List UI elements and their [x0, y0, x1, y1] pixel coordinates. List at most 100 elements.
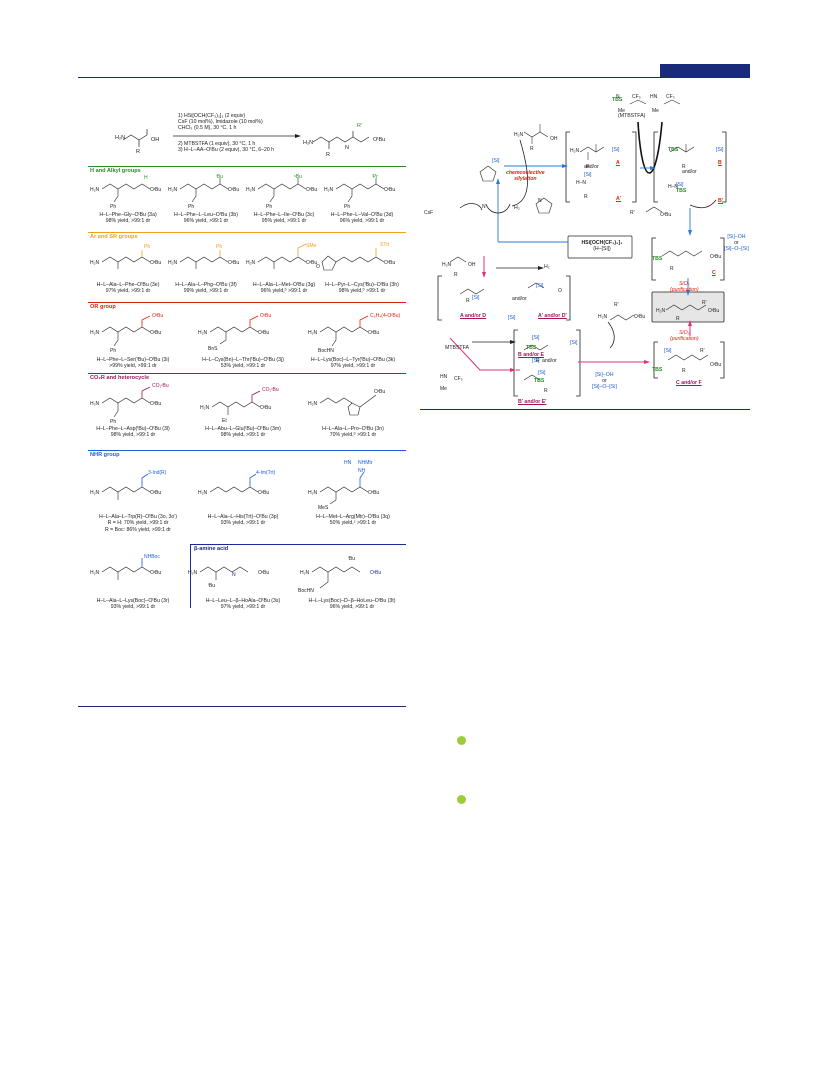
sio2-text: SiO₂: [678, 281, 690, 287]
svg-text:Ph: Ph: [110, 204, 116, 210]
intermediate-ApDp: A′ and/or D′: [538, 313, 567, 319]
compound-name: H–L–Phe–L–Ser(ᵗBu)–OᵗBu (3i): [96, 357, 170, 363]
compound-yield: 97% yield, >99:1 dr: [220, 604, 266, 611]
svg-text:R: R: [676, 316, 680, 322]
svg-text:H₂N: H₂N: [324, 187, 334, 193]
hsi-formula: HSi[OCH(CF₃)₂]₃: [581, 240, 623, 246]
byproduct-label: [Si]–OH or [Si]–O–[Si]: [592, 372, 617, 391]
silylation-label: chemoselective silylation: [506, 170, 545, 182]
compound-name: H–L–Ala–L–Met–OᵗBu (3g): [252, 282, 316, 288]
compound-yield: 98% yield,ᵇ >99:1 dr: [338, 288, 386, 295]
h2-label-2: H₂: [544, 264, 550, 270]
svg-text:H₂N: H₂N: [514, 132, 524, 138]
intermediate-BE: B and/or E: [518, 352, 544, 358]
svg-text:H₂N: H₂N: [188, 570, 198, 576]
intermediate-B-prime: B′: [718, 198, 723, 204]
compound-caption: H–L–Phe–L–Ser(ᵗBu)–OᵗBu (3i)>99% yield, …: [88, 357, 178, 370]
svg-text:CF₃: CF₃: [632, 94, 641, 100]
svg-text:H₂N: H₂N: [115, 135, 125, 141]
reagent-line: 1) HSi[OCH(CF₃)₂]₃ (2 equiv): [178, 113, 246, 119]
svg-text:NH: NH: [358, 468, 366, 474]
sio2-text: SiO₂: [678, 330, 690, 336]
si-label: [Si]: [532, 358, 540, 364]
svg-text:H: H: [144, 175, 148, 181]
mtbstfa-label: MTBSTFA: [445, 345, 469, 351]
compound-name: H–L–Cys(Bn)–L–Thr(ᵗBu)–OᵗBu (3j): [202, 357, 284, 363]
compound-yield: 96% yield,ᵇ >99:1 dr: [260, 288, 308, 295]
svg-text:H₂N: H₂N: [570, 148, 580, 154]
compound-caption: H–L–Abu–L–Glu(ᵗBu)–OᵗBu (3m)98% yield, >…: [198, 426, 288, 439]
group-rule: [88, 373, 406, 374]
group-title: NHR group: [90, 452, 120, 458]
tbs-label: TBS: [676, 188, 687, 194]
svg-text:OᵗBu: OᵗBu: [306, 187, 317, 193]
svg-text:STrt: STrt: [380, 242, 390, 248]
group-divider: [190, 544, 191, 608]
svg-text:R: R: [670, 266, 674, 272]
compound-name: H–L–Lys(Boc)–L–Tyr(ᵗBu)–OᵗBu (3k): [310, 357, 396, 363]
svg-text:OᵗBu: OᵗBu: [368, 490, 379, 496]
svg-text:Ph: Ph: [344, 204, 350, 210]
reagent-line: CHCl₃ (0.5 M), 30 °C, 1 h: [178, 125, 237, 132]
byproduct-or: or: [734, 240, 739, 247]
svg-text:H₂N: H₂N: [598, 314, 608, 320]
svg-text:CsF: CsF: [424, 210, 433, 216]
compound-caption: H–L–Phe–Gly–OᵗBu (3a)98% yield, >99:1 dr: [88, 212, 168, 225]
svg-text:Me: Me: [618, 108, 625, 114]
si-label: [Si]: [508, 315, 516, 321]
svg-text:R': R': [614, 302, 619, 308]
svg-text:H₂N: H₂N: [90, 570, 100, 576]
svg-text:OᵗBu: OᵗBu: [150, 490, 161, 496]
supporting-info-icon[interactable]: [457, 736, 466, 745]
svg-text:H₂N: H₂N: [168, 260, 178, 266]
byproduct-label: [Si]–OH or [Si]–O–[Si]: [724, 234, 749, 253]
svg-text:Ph: Ph: [110, 419, 116, 425]
svg-text:H₂N: H₂N: [90, 330, 100, 336]
hsi-abbrev: (H–[Si]): [593, 246, 611, 253]
svg-text:R: R: [454, 272, 458, 278]
svg-text:H₂N: H₂N: [90, 187, 100, 193]
svg-text:ⁱBu: ⁱBu: [348, 555, 355, 562]
compound-caption: H–L–Met–L–Arg(Mtr)–OᵗBu (3q)50% yield,ᶜ …: [308, 514, 398, 527]
compound-caption: H–L–Ala–L–His(Trt)–OᵗBu (3p)93% yield, >…: [198, 514, 288, 527]
svg-text:OᵗBu: OᵗBu: [260, 313, 271, 319]
svg-text:BocHN: BocHN: [298, 588, 314, 594]
svg-text:BocHN: BocHN: [318, 348, 334, 354]
group-rule: [88, 232, 406, 233]
mtbstfa-caption: (MTBSTFA): [618, 113, 646, 119]
right-footer-rule: [420, 409, 750, 410]
compound-yield: 97% yield, >99:1 dr: [105, 288, 151, 295]
svg-text:OᵗBu: OᵗBu: [228, 260, 239, 266]
svg-text:O: O: [558, 288, 562, 294]
and-or-label: and/or: [682, 169, 697, 175]
header-rule: [78, 77, 750, 78]
compound-name: H–L–Phe–L–Ile–OᵗBu (3c): [253, 212, 315, 218]
svg-text:H₂N: H₂N: [90, 490, 100, 496]
si-label: [Si]: [584, 172, 592, 178]
svg-text:R': R': [700, 348, 705, 354]
compound-yield: 98% yield, >99:1 dr: [105, 218, 151, 225]
svg-text:OᵗBu: OᵗBu: [150, 260, 161, 266]
supporting-info-icon[interactable]: [457, 795, 466, 804]
svg-text:OᵗBu: OᵗBu: [258, 490, 269, 496]
svg-text:ˢBu: ˢBu: [294, 174, 302, 180]
and-or-label: and/or: [584, 164, 599, 170]
svg-text:OᵗBu: OᵗBu: [384, 260, 395, 266]
reagent-line: CsF (10 mol%), Imidazole (10 mol%): [178, 119, 263, 126]
svg-text:R: R: [586, 164, 590, 170]
svg-text:SMe: SMe: [306, 243, 317, 249]
svg-text:H₂N: H₂N: [303, 140, 313, 146]
si-label: [Si]: [492, 158, 500, 164]
compound-caption: H–L–Ala–L–Trp(R)–OᵗBu (3o, 3o′)R = H: 70…: [88, 514, 188, 533]
byproduct-or: or: [602, 378, 607, 385]
svg-text:4-Im(Trt): 4-Im(Trt): [256, 470, 276, 476]
svg-text:O: O: [316, 264, 320, 270]
tbs-label: TBS: [652, 256, 663, 262]
intermediate-BpEp: B′ and/or E′: [518, 399, 547, 405]
byproduct-siloxane: [Si]–O–[Si]: [724, 246, 749, 253]
si-label: [Si]: [538, 370, 546, 376]
svg-text:MeS: MeS: [318, 505, 329, 511]
svg-text:ⁱBu: ⁱBu: [208, 582, 215, 589]
svg-text:H₂N: H₂N: [308, 330, 318, 336]
